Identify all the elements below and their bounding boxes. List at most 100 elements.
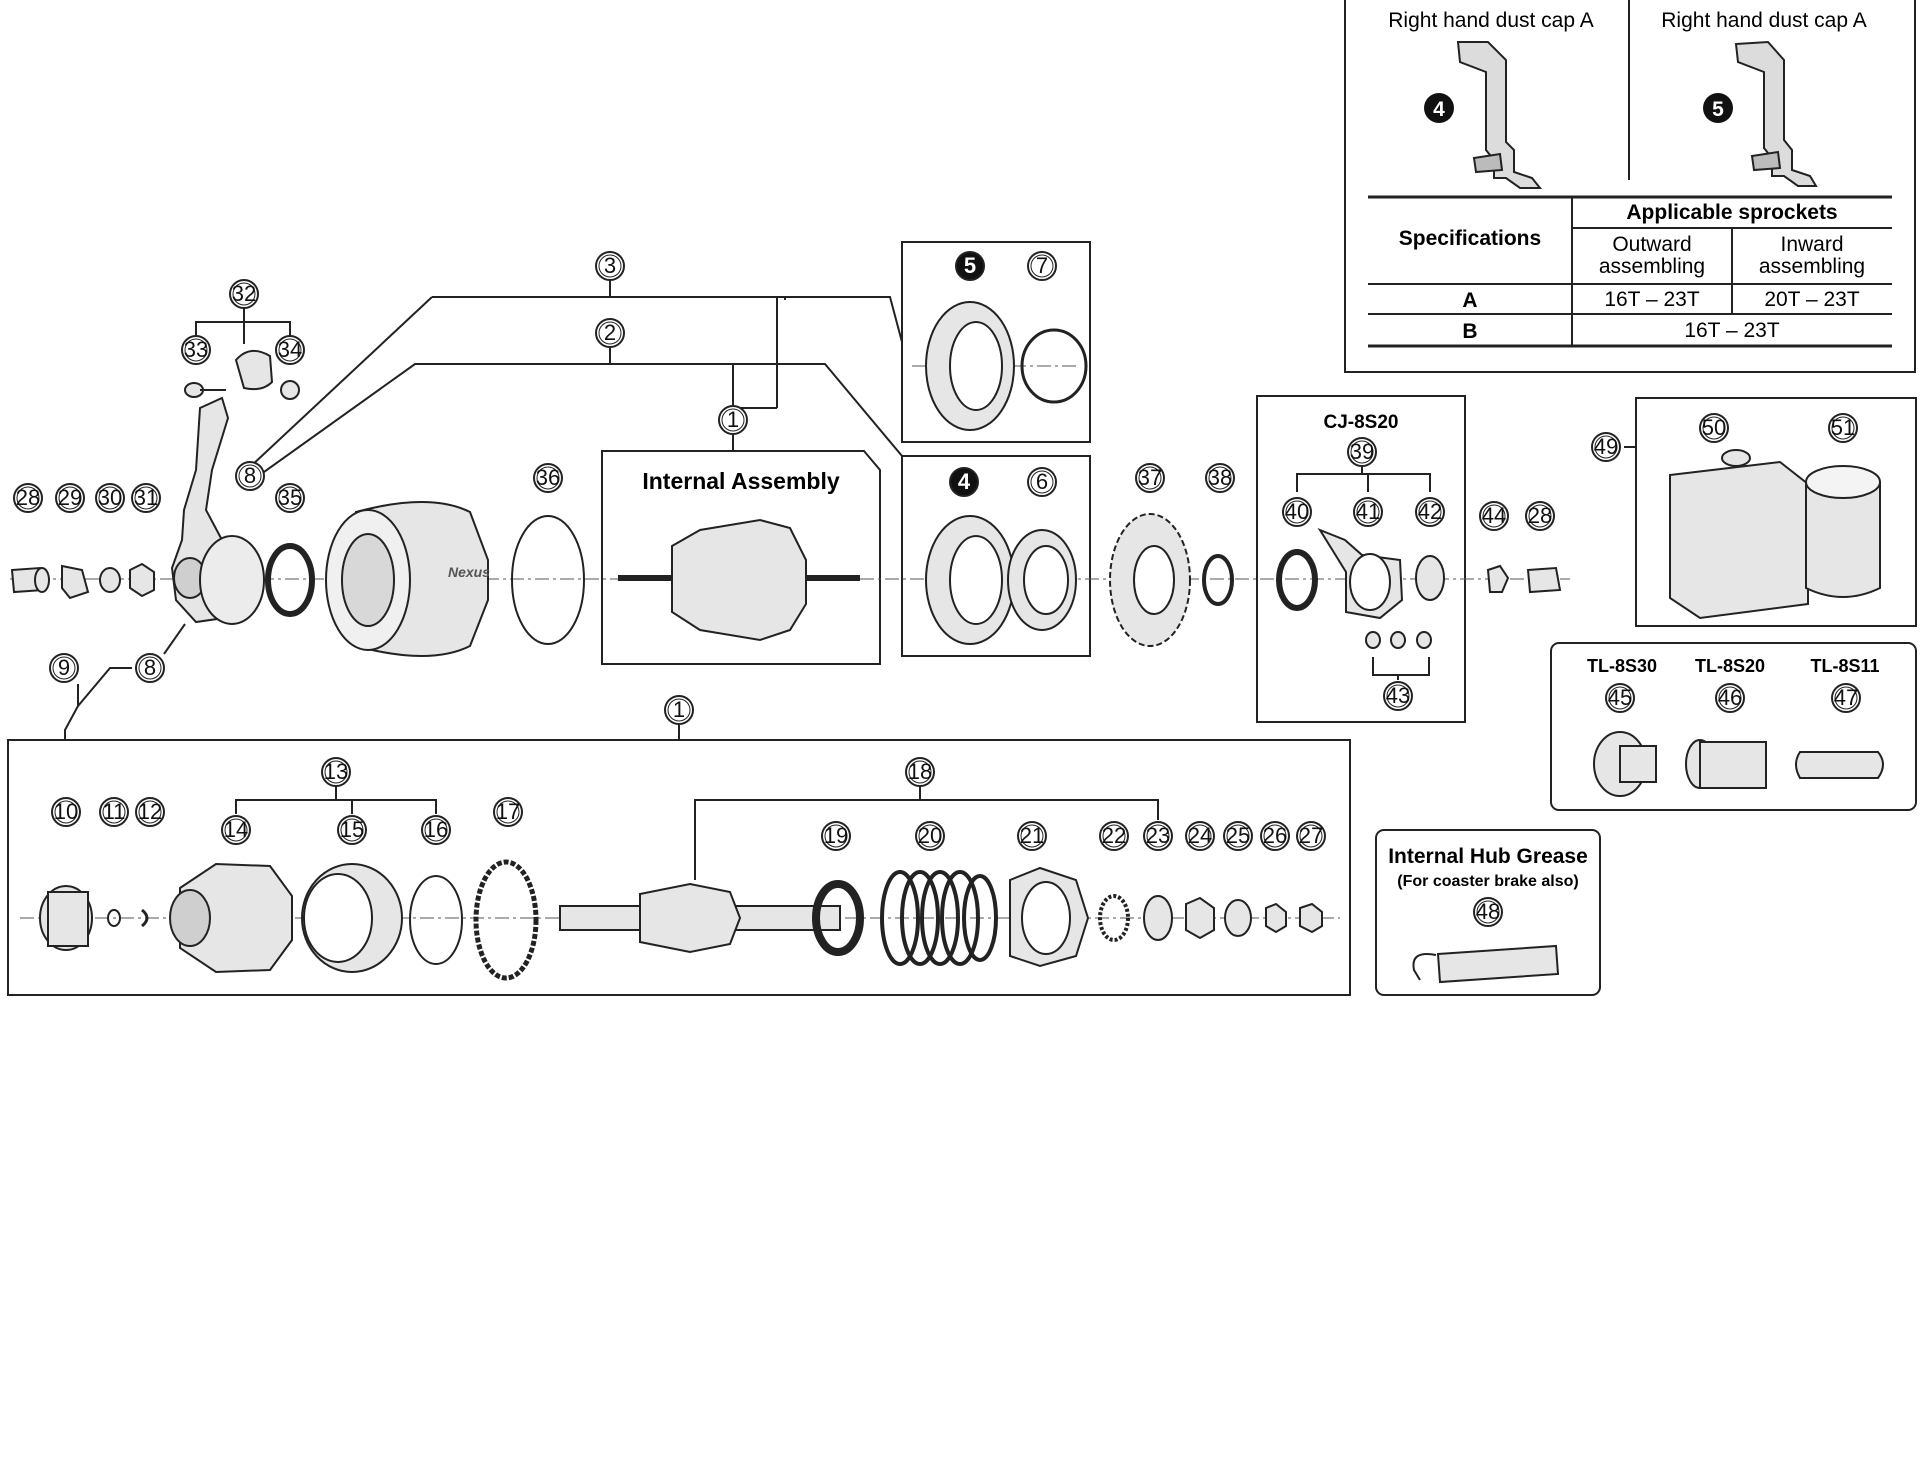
- callout-9: 9: [49, 653, 79, 683]
- callout-40: 40: [1282, 497, 1312, 527]
- callout-number: 14: [224, 817, 248, 842]
- callout-number: 2: [604, 320, 616, 345]
- spec-row-b-label: B: [1462, 320, 1477, 343]
- callout-number: 1: [673, 697, 685, 722]
- spec-sub-outward-1: Outward: [1612, 233, 1691, 256]
- callout-32: 32: [229, 279, 259, 309]
- spec-sub-outward-2: assembling: [1599, 255, 1705, 278]
- callout-number: 39: [1350, 439, 1374, 464]
- callout-number: 11: [103, 799, 126, 824]
- callout-23: 23: [1143, 821, 1173, 851]
- callout-number: 44: [1482, 503, 1506, 528]
- callout-number: 37: [1138, 465, 1162, 490]
- dust-cap-label-left: Right hand dust cap A: [1388, 9, 1593, 32]
- callout-number: 34: [278, 337, 302, 362]
- callout-number: 10: [54, 799, 78, 824]
- callout-17: 17: [493, 797, 523, 827]
- callout-46: 46: [1715, 683, 1745, 713]
- tool-title-tl8s11: TL-8S11: [1810, 656, 1879, 676]
- callout-number: 6: [1036, 469, 1048, 494]
- callout-42: 42: [1415, 497, 1445, 527]
- callout-48: 48: [1473, 897, 1503, 927]
- callout-number: 27: [1299, 823, 1323, 848]
- spec-box: [1344, 0, 1916, 373]
- callout-34: 34: [275, 335, 305, 365]
- callout-number: 28: [1528, 503, 1552, 528]
- callout-number: 1: [727, 407, 739, 432]
- internal-assembly-title: Internal Assembly: [642, 468, 839, 494]
- callout-18: 18: [905, 757, 935, 787]
- callout-44: 44: [1479, 501, 1509, 531]
- spec-sub-inward-1: Inward: [1780, 233, 1843, 256]
- callout-number: 18: [908, 759, 932, 784]
- callout-number: 49: [1594, 434, 1618, 459]
- callout-28-2: 28: [1525, 501, 1555, 531]
- callout-number: 22: [1102, 823, 1126, 848]
- callout-number: 15: [340, 817, 364, 842]
- callout-number: 41: [1356, 499, 1380, 524]
- callout-49: 49: [1591, 432, 1621, 462]
- callout-51: 51: [1828, 413, 1858, 443]
- callout-45: 45: [1605, 683, 1635, 713]
- callout-number: 20: [918, 823, 942, 848]
- spec-row-a-outward: 16T – 23T: [1604, 288, 1700, 311]
- callout-31: 31: [131, 483, 161, 513]
- callout-number: 48: [1476, 899, 1500, 924]
- callout-number: 26: [1263, 823, 1287, 848]
- callout-number: 24: [1188, 823, 1212, 848]
- spec-col-header: Specifications: [1399, 227, 1541, 250]
- callout-37: 37: [1135, 463, 1165, 493]
- callout-number: 29: [58, 485, 82, 510]
- callout-11: 11: [99, 797, 129, 827]
- spec-row-a-inward: 20T – 23T: [1764, 288, 1860, 311]
- callout-19: 19: [821, 821, 851, 851]
- callout-number: 9: [58, 655, 70, 680]
- callout-33: 33: [181, 335, 211, 365]
- callout-5: 5: [955, 251, 985, 281]
- dust-cap-badge-4: 4: [1424, 93, 1454, 123]
- callout-number: 17: [496, 799, 520, 824]
- callout-number: 21: [1020, 823, 1044, 848]
- callout-number: 32: [232, 281, 256, 306]
- callout-number: 3: [604, 253, 616, 278]
- tool-title-tl8s30: TL-8S30: [1587, 656, 1657, 676]
- callout-number: 35: [278, 485, 302, 510]
- callout-number: 31: [134, 485, 158, 510]
- callout-number: 42: [1418, 499, 1442, 524]
- callout-2: 2: [595, 318, 625, 348]
- callout-number: 28: [16, 485, 40, 510]
- callout-3: 3: [595, 251, 625, 281]
- spec-group-header: Applicable sprockets: [1626, 201, 1837, 224]
- spec-row-b-sprockets: 16T – 23T: [1684, 319, 1780, 342]
- callout-number: 13: [324, 759, 348, 784]
- callout-4: 4: [949, 467, 979, 497]
- callout-16: 16: [421, 815, 451, 845]
- parts-bottom-row: [39, 859, 1323, 981]
- callout-number: 45: [1608, 685, 1632, 710]
- callout-26: 26: [1260, 821, 1290, 851]
- callout-7: 7: [1027, 251, 1057, 281]
- callout-47: 47: [1831, 683, 1861, 713]
- callout-28-1: 28: [13, 483, 43, 513]
- callout-30: 30: [95, 483, 125, 513]
- callout-41: 41: [1353, 497, 1383, 527]
- parts-top-row: [10, 301, 1884, 984]
- callout-20: 20: [915, 821, 945, 851]
- grease-subtitle: (For coaster brake also): [1397, 873, 1578, 890]
- callout-number: 4: [958, 469, 971, 494]
- callout-43: 43: [1383, 681, 1413, 711]
- callout-14: 14: [221, 815, 251, 845]
- frames: [7, 241, 1917, 996]
- callout-50: 50: [1699, 413, 1729, 443]
- callout-number: 47: [1834, 685, 1858, 710]
- callout-15: 15: [337, 815, 367, 845]
- callout-number: 8: [144, 655, 156, 680]
- callout-number: 5: [964, 253, 976, 278]
- callout-number: 38: [1208, 465, 1232, 490]
- callout-39: 39: [1347, 437, 1377, 467]
- svg-text:4: 4: [1433, 98, 1445, 121]
- callout-number: 23: [1146, 823, 1170, 848]
- callout-12: 12: [135, 797, 165, 827]
- callout-number: 40: [1285, 499, 1309, 524]
